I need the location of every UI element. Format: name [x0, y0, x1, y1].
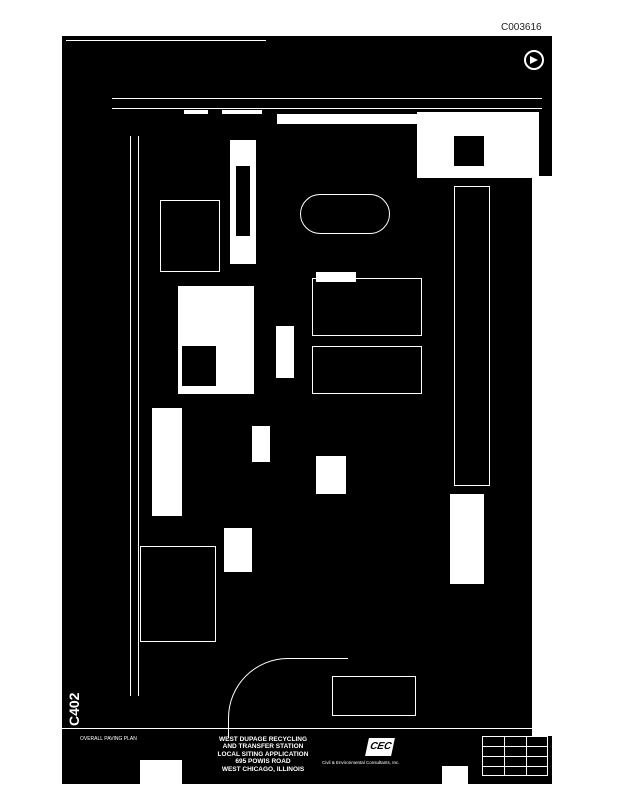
curved-drive [228, 658, 348, 738]
storage-building [152, 408, 182, 516]
revision-grid-line [482, 756, 548, 757]
firm-name: Civil & Environmental Consultants, Inc. [322, 760, 400, 765]
sheet-number: C402 [66, 692, 82, 726]
center-building [316, 456, 346, 494]
title-block-box-2 [442, 766, 468, 784]
transfer-building-bay [182, 346, 216, 386]
project-line: AND TRANSFER STATION [222, 743, 304, 751]
parking-rows-north [312, 278, 422, 336]
header-line [66, 40, 266, 41]
revision-grid-line [504, 736, 505, 776]
title-block-rule [62, 728, 552, 729]
west-road-line [130, 136, 131, 696]
road-marking-2 [184, 110, 208, 114]
firm-logo: CEC [365, 738, 395, 756]
revision-grid-line [482, 746, 548, 747]
revision-grid-line [526, 736, 527, 776]
site-plan-drawing: OVERALL PAVING PLAN C402 WEST DUPAGE REC… [62, 36, 552, 784]
east-parking-strip [454, 186, 490, 486]
document-id: C003616 [501, 22, 542, 33]
north-arrow-icon [524, 50, 544, 70]
east-margin [532, 176, 552, 736]
project-title-block: WEST DUPAGE RECYCLING AND TRANSFER STATI… [204, 736, 322, 773]
road-line-upper [112, 98, 542, 99]
lower-yard [140, 546, 216, 642]
parking-area-west [160, 200, 220, 272]
south-parking [332, 676, 416, 716]
firm-logo-text: CEC [368, 741, 393, 752]
lower-structure [224, 528, 252, 572]
parking-label [316, 272, 356, 282]
title-block-box [140, 760, 182, 784]
road-marking [222, 110, 262, 114]
revision-grid-line [482, 766, 548, 767]
detention-pond [300, 194, 390, 234]
west-road-line-2 [138, 136, 139, 696]
small-structure [252, 426, 270, 462]
office-building-inner [454, 136, 484, 166]
drawing-title: OVERALL PAVING PLAN [80, 736, 137, 742]
road-line-lower [112, 108, 542, 109]
project-line: WEST CHICAGO, ILLINOIS [221, 765, 305, 773]
road-strip [277, 114, 417, 124]
east-building [450, 494, 484, 584]
project-line: 695 POWIS ROAD [235, 758, 291, 766]
parking-rows-south [312, 346, 422, 394]
project-line: LOCAL SITING APPLICATION [217, 750, 309, 758]
scale-house-inner [236, 166, 250, 236]
maintenance-building [276, 326, 294, 378]
project-line: WEST DUPAGE RECYCLING [219, 736, 307, 743]
